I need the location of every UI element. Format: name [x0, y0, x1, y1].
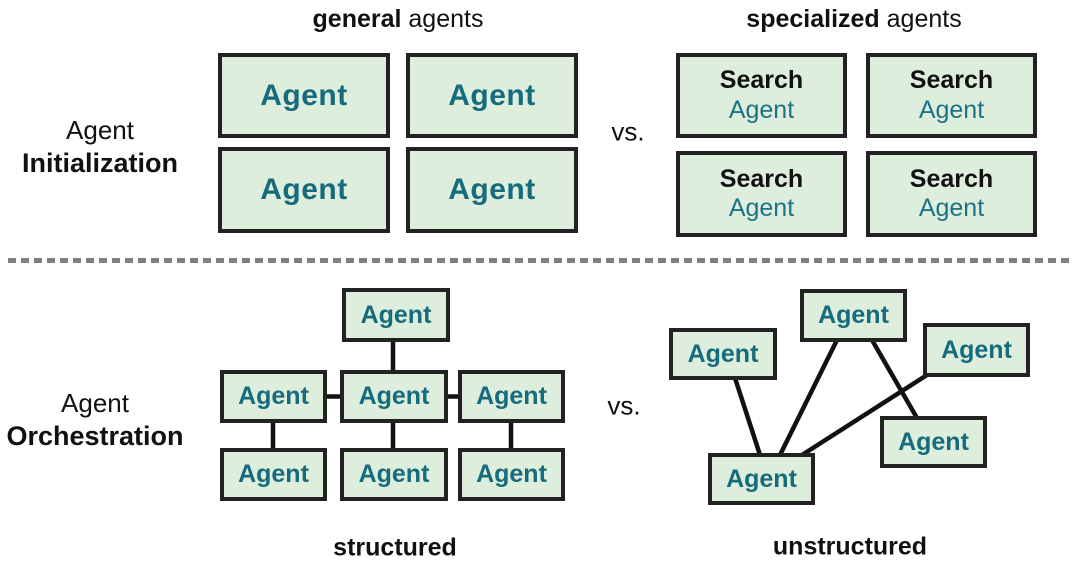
structured-agent-bottom-right-label: Agent	[476, 460, 547, 488]
specialized-agents-header-rest: agents	[879, 5, 962, 33]
unstructured-agent-bottom: Agent	[708, 453, 815, 505]
section-divider	[8, 258, 1072, 263]
structured-agent-mid-left-label: Agent	[238, 382, 309, 410]
structured-agent-root: Agent	[342, 288, 450, 342]
unstructured-agent-top-label: Agent	[818, 301, 889, 329]
search-agent-box-4-line1: Search	[909, 164, 994, 193]
unstructured-caption: unstructured	[772, 532, 928, 561]
agent-orchestration-label-line1: Agent	[61, 388, 129, 418]
structured-agent-mid-right-label: Agent	[476, 382, 547, 410]
structured-caption: structured	[333, 533, 457, 562]
general-agents-header-rest: agents	[401, 5, 484, 33]
search-agent-box-2: Search Agent	[866, 53, 1037, 138]
unstructured-agent-mid-lower: Agent	[880, 416, 987, 468]
structured-agent-root-label: Agent	[360, 300, 432, 329]
structured-agent-mid-center: Agent	[340, 370, 448, 423]
general-agents-header: general agents	[313, 5, 484, 34]
structured-agent-bottom-right: Agent	[458, 448, 565, 501]
search-agent-box-3-line1: Search	[719, 164, 804, 193]
search-agent-box-4: Search Agent	[866, 151, 1037, 237]
specialized-agents-header: specialized agents	[746, 5, 961, 34]
search-agent-box-3-line2: Agent	[728, 194, 795, 222]
general-agent-box-2: Agent	[406, 53, 578, 138]
general-agent-box-4: Agent	[406, 147, 578, 233]
general-agent-box-2-label: Agent	[448, 78, 536, 112]
agent-orchestration-label: Agent Orchestration	[0, 387, 200, 453]
unstructured-agent-right-label: Agent	[941, 335, 1012, 364]
structured-agent-bottom-left: Agent	[220, 448, 327, 501]
unstructured-agent-right: Agent	[923, 323, 1030, 377]
general-agents-header-bold: general	[312, 5, 402, 33]
unstructured-agent-top: Agent	[800, 289, 907, 342]
agent-initialization-label-line1: Agent	[66, 115, 134, 145]
structured-agent-mid-right: Agent	[458, 370, 565, 423]
search-agent-box-2-line1: Search	[909, 66, 994, 94]
unstructured-agent-bottom-label: Agent	[726, 464, 797, 493]
search-agent-box-2-line2: Agent	[918, 95, 985, 124]
edge-left-to-bottom	[732, 377, 763, 456]
general-agent-box-1: Agent	[218, 53, 390, 138]
general-agent-box-1-label: Agent	[260, 78, 348, 112]
unstructured-agent-mid-lower-label: Agent	[898, 427, 969, 456]
search-agent-box-1-line1: Search	[719, 66, 804, 94]
structured-agent-mid-left: Agent	[220, 370, 327, 423]
vs-label-bottom: vs.	[607, 390, 641, 421]
agent-initialization-label: Agent Initialization	[0, 114, 205, 180]
search-agent-box-4-line2: Agent	[918, 194, 985, 222]
search-agent-box-1-line2: Agent	[728, 95, 795, 124]
edge-topmid-to-bottom	[777, 339, 840, 456]
general-agent-box-3: Agent	[218, 147, 390, 233]
edge-topmid-to-midlower	[870, 338, 919, 420]
agent-initialization-label-line2: Initialization	[21, 148, 178, 178]
agent-orchestration-label-line2: Orchestration	[6, 421, 184, 451]
structured-agent-mid-center-label: Agent	[358, 382, 430, 410]
structured-agent-bottom-left-label: Agent	[238, 460, 309, 488]
search-agent-box-1: Search Agent	[676, 53, 847, 138]
unstructured-agent-left: Agent	[669, 328, 777, 380]
general-agent-box-4-label: Agent	[448, 173, 536, 206]
unstructured-agent-left-label: Agent	[687, 339, 759, 368]
structured-agent-bottom-center: Agent	[340, 448, 448, 501]
vs-label-top: vs.	[611, 116, 645, 147]
general-agent-box-3-label: Agent	[260, 173, 348, 206]
specialized-agents-header-bold: specialized	[746, 5, 880, 33]
search-agent-box-3: Search Agent	[676, 151, 847, 237]
structured-agent-bottom-center-label: Agent	[358, 460, 430, 488]
